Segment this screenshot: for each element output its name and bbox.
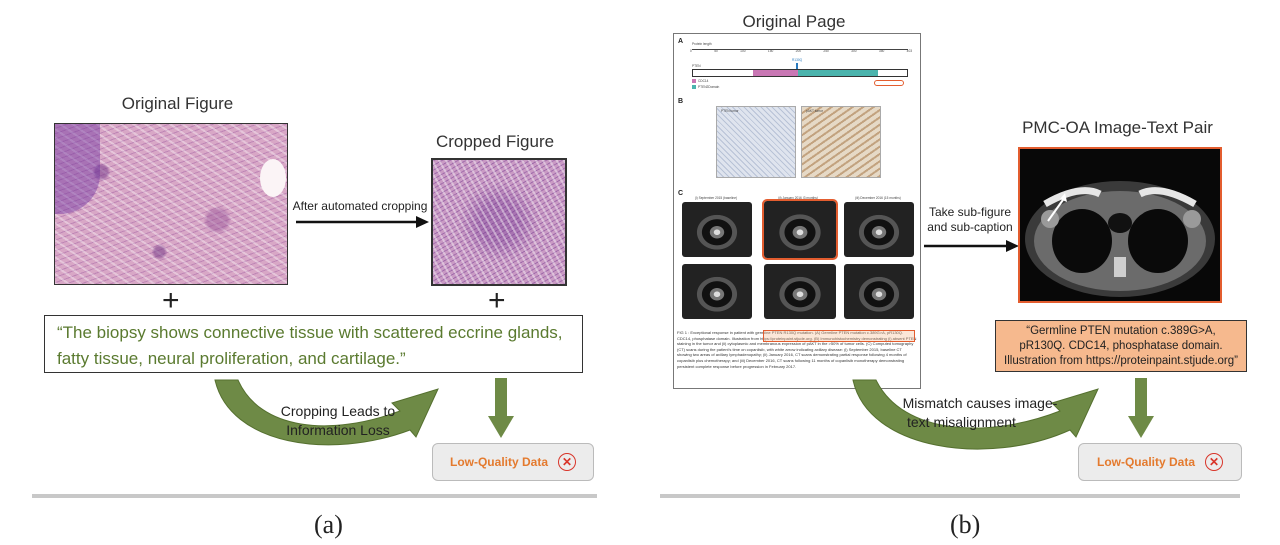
- caption-quote-box: “The biopsy shows connective tissue with…: [44, 315, 583, 373]
- crop-arrow: [296, 216, 429, 228]
- legend-cdc14: CDC14: [692, 79, 708, 83]
- axis-tick: 0: [690, 49, 692, 53]
- original-page: A Protein length 0 50 100 150 200 250 30…: [673, 33, 921, 389]
- legend-pten2: PTEN2Domain: [692, 85, 719, 89]
- page-fig-caption: FIG 1 : Exceptional response in patient …: [677, 330, 917, 369]
- ct-header-3: (iii) December 2016 (15 months): [855, 196, 901, 200]
- misalignment-curved-arrow: [852, 379, 1099, 450]
- ct-header-1: (i) September 2015 (baseline): [694, 196, 738, 200]
- page-label-a: A: [678, 38, 684, 45]
- original-figure-image: [54, 123, 288, 285]
- plus-sign-right: +: [488, 284, 506, 317]
- low-quality-label-a: Low-Quality Data: [449, 455, 548, 469]
- pmc-oa-pair-title: PMC-OA Image-Text Pair: [1022, 118, 1213, 137]
- pair-caption-box: “Germline PTEN mutation c.389G>A, pR130Q…: [995, 320, 1247, 372]
- axis-tick: 300: [851, 49, 857, 53]
- original-figure-title: Original Figure: [121, 94, 234, 113]
- take-subfigure-line1: Take sub-figure: [928, 205, 1012, 219]
- stain-image-2: pAKT tumor: [801, 106, 881, 178]
- original-page-title: Original Page: [742, 12, 846, 31]
- mutation-label: R130Q: [792, 58, 803, 62]
- stain-image-1: PTEN tumor: [716, 106, 796, 178]
- mutation-marker: [796, 63, 798, 69]
- plus-sign-left: +: [162, 284, 180, 317]
- stain-label-2: pAKT tumor: [806, 109, 823, 113]
- ct-scan: [682, 264, 752, 319]
- take-subfigure-arrow: [924, 240, 1019, 252]
- divider-a: [32, 494, 597, 498]
- axis-tick: 50: [714, 49, 718, 53]
- x-circle-icon: ✕: [1205, 453, 1223, 471]
- stain-label-1: PTEN tumor: [721, 109, 739, 113]
- low-quality-badge-a: Low-Quality Data ✕: [432, 443, 594, 481]
- axis-tick: 403: [906, 49, 912, 53]
- loop-label-a-line2: Information Loss: [286, 422, 390, 438]
- subcaption-b: (b): [950, 510, 981, 539]
- axis-tick: 100: [740, 49, 746, 53]
- gene-label: PTEN: [692, 64, 701, 68]
- loop-label-b-line2: text misalignment: [907, 414, 1016, 430]
- down-arrow-a: [488, 378, 514, 438]
- page-label-b: B: [678, 98, 684, 105]
- take-subfigure-label: Take sub-figure and sub-caption: [920, 205, 1020, 235]
- ct-scan-large: [1018, 147, 1222, 303]
- down-arrow-b: [1128, 378, 1154, 438]
- divider-b: [660, 494, 1240, 498]
- page-label-c: C: [678, 190, 684, 197]
- axis-tick: 200: [795, 49, 801, 53]
- loop-label-b: Mismatch causes image- text misalignment: [885, 394, 1075, 432]
- low-quality-badge-b: Low-Quality Data ✕: [1078, 443, 1242, 481]
- axis-tick: 250: [823, 49, 829, 53]
- loop-label-b-line1: Mismatch causes image-: [902, 395, 1058, 411]
- cropped-figure-image: [431, 158, 567, 286]
- ct-scan: [682, 202, 752, 257]
- crop-arrow-label: After automated cropping: [292, 199, 428, 213]
- x-circle-icon: ✕: [558, 453, 576, 471]
- take-subfigure-line2: and sub-caption: [927, 220, 1013, 234]
- ct-scan: [764, 264, 836, 319]
- axis-tick: 350: [878, 49, 885, 53]
- caption-highlight: [763, 330, 915, 342]
- protein-length-label: Protein length: [692, 42, 712, 46]
- ct-header-2: (ii) January 2016 (3 months): [778, 196, 818, 200]
- protein-axis: [692, 49, 908, 50]
- page-highlight-a: [874, 80, 904, 86]
- ct-scan-highlighted: [762, 199, 838, 260]
- ct-scan: [844, 264, 914, 319]
- ct-scan: [844, 202, 914, 257]
- cropped-figure-title: Cropped Figure: [435, 132, 555, 151]
- legend-pten2-label: PTEN2Domain: [698, 85, 720, 89]
- legend-cdc14-label: CDC14: [698, 79, 709, 83]
- axis-tick: 150: [767, 49, 774, 53]
- loop-label-a: Cropping Leads to Information Loss: [258, 402, 418, 440]
- ct-scan-drawing: [1025, 181, 1215, 297]
- information-loss-curved-arrow: [214, 379, 439, 446]
- low-quality-label-b: Low-Quality Data: [1096, 455, 1195, 469]
- protein-axis-ticks: 0 50 100 150 200 250 300 350 403: [690, 49, 912, 53]
- loop-label-a-line1: Cropping Leads to: [280, 403, 396, 419]
- protein-track: [692, 69, 908, 77]
- subcaption-a: (a): [314, 510, 343, 539]
